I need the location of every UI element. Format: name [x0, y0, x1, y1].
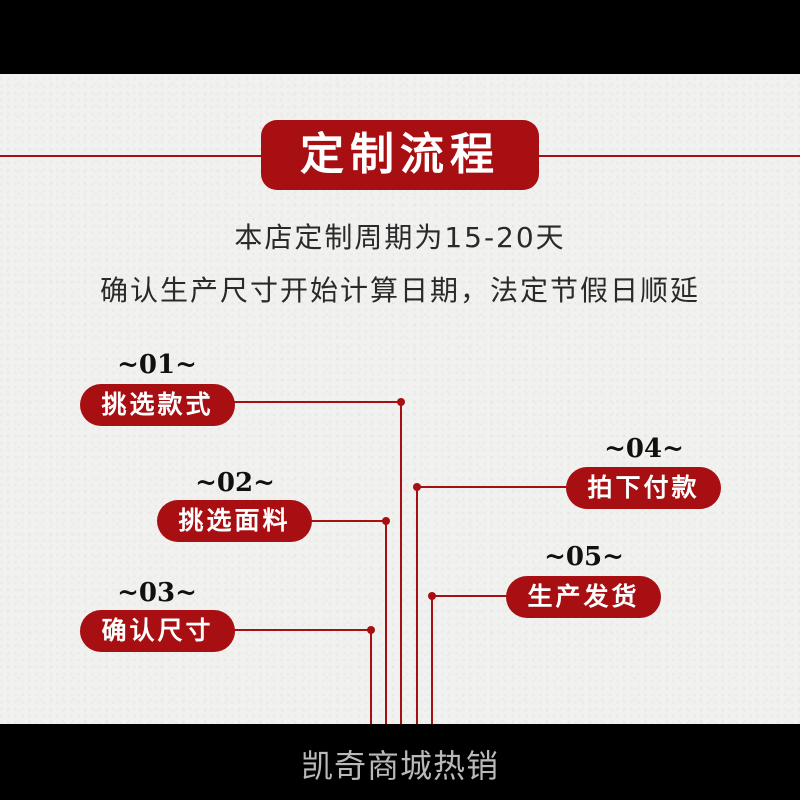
page-title: 定制流程	[261, 120, 539, 190]
connector-step-4-dot	[413, 483, 421, 491]
connector-step-3-dot	[367, 626, 375, 634]
step-3-badge: 确认尺寸	[80, 610, 235, 652]
step-5-badge: 生产发货	[506, 576, 661, 618]
step-4-number: ~04~	[604, 434, 684, 464]
step-2-badge: 挑选面料	[157, 500, 312, 542]
step-1-badge: 挑选款式	[80, 384, 235, 426]
footer-watermark: 凯奇商城热销	[300, 747, 499, 785]
intro-line-2: 确认生产尺寸开始计算日期，法定节假日顺延	[99, 274, 700, 307]
step-3-number: ~03~	[117, 578, 197, 608]
step-4-badge: 拍下付款	[566, 467, 721, 509]
connector-step-5-dot	[428, 592, 436, 600]
bottom-black-bar	[0, 724, 800, 800]
step-1-number: ~01~	[117, 350, 197, 380]
top-black-bar	[0, 0, 800, 74]
connector-step-1-dot	[397, 398, 405, 406]
connector-step-2-dot	[382, 517, 390, 525]
step-5-number: ~05~	[544, 542, 624, 572]
step-2-number: ~02~	[195, 468, 275, 498]
intro-line-1: 本店定制周期为15-20天	[234, 221, 566, 254]
